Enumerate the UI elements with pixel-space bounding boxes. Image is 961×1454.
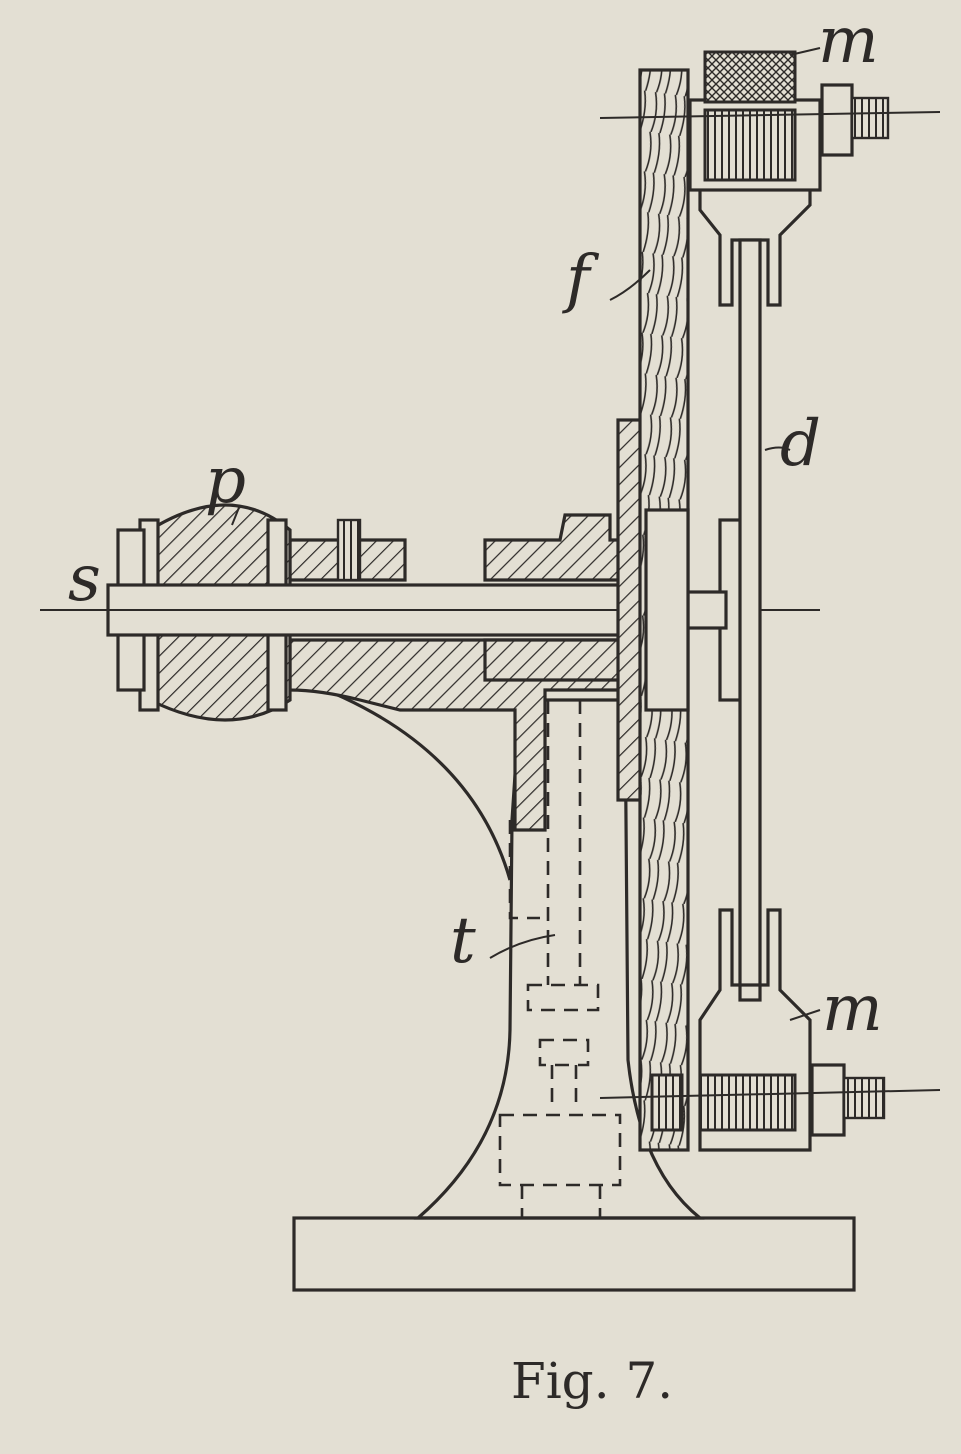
base-plate <box>292 1216 856 1292</box>
bearing-cap-right <box>483 513 630 582</box>
leader-m-bottom <box>789 1009 821 1021</box>
spool-top-bolt <box>850 96 890 140</box>
spool-top-axis <box>599 111 941 119</box>
spool-top-nut <box>820 83 854 157</box>
hidden-screw-t <box>498 700 622 1218</box>
label-d: d <box>780 407 821 481</box>
label-m-top: m <box>818 4 879 78</box>
label-t: t <box>450 904 476 978</box>
spool-bottom-axis <box>599 1089 941 1099</box>
leader-p <box>231 504 241 526</box>
label-f: f <box>562 242 600 316</box>
spool-top-core <box>703 108 797 182</box>
figure-caption: Fig. 7. <box>511 1352 673 1410</box>
label-p: p <box>205 444 246 518</box>
bearing-body-lower <box>483 638 630 682</box>
label-m-bottom: m <box>822 972 883 1046</box>
spool-bottom-core <box>698 1073 797 1132</box>
leader-m-top <box>789 47 821 56</box>
board-slot <box>644 508 690 712</box>
spool-bottom-winding <box>650 1073 684 1132</box>
spool-bottom-bolt <box>842 1076 886 1120</box>
set-screw <box>336 518 362 582</box>
bearing-housing <box>288 638 630 832</box>
connecting-rod-d <box>738 238 762 1002</box>
label-s: s <box>68 542 101 616</box>
leader-d <box>764 446 791 451</box>
leader-t <box>489 934 556 959</box>
bottom-fork <box>698 908 812 1152</box>
leader-f <box>609 269 651 301</box>
spool-top-winding <box>703 50 797 104</box>
spool-bottom-nut <box>810 1063 846 1137</box>
